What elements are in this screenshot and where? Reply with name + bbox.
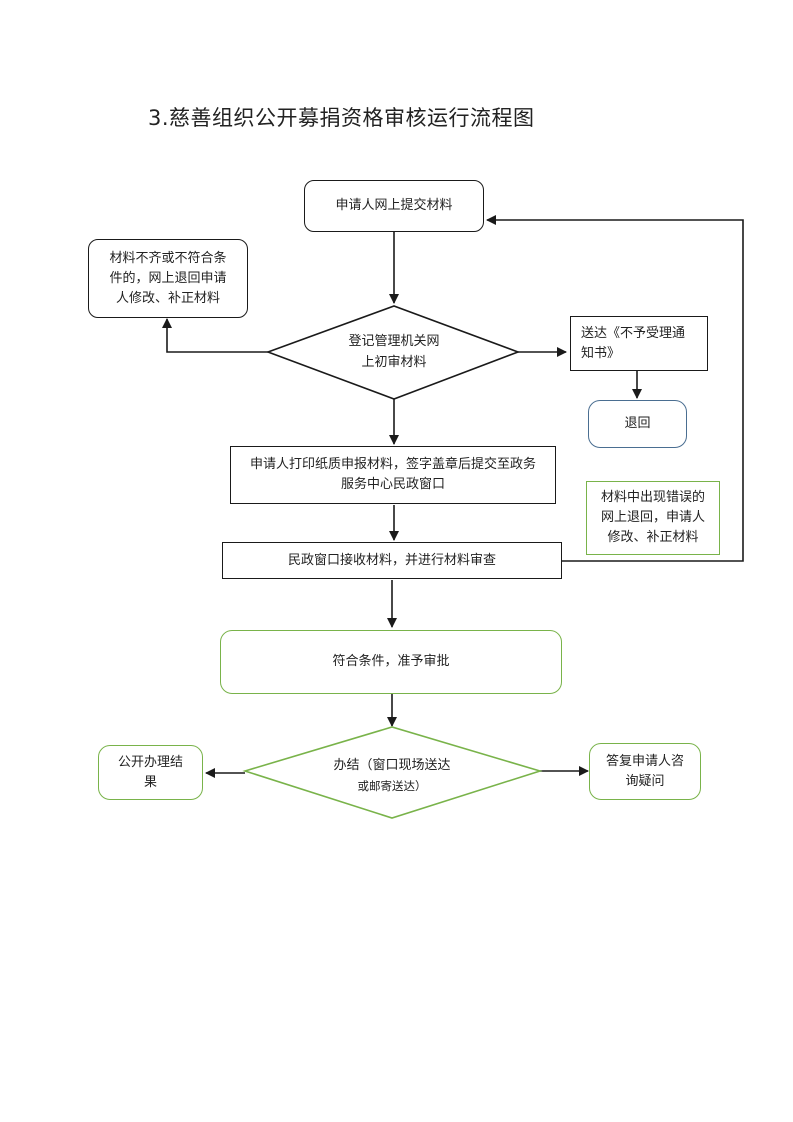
reply-line-2: 询疑问 [625, 773, 665, 789]
publish-line-2: 果 [143, 774, 157, 790]
submit-materials-node: 申请人网上提交材料 [304, 180, 484, 232]
conclude-line-2: 或邮寄送达） [357, 779, 427, 793]
reject-edit-line-3: 人修改、补正材料 [115, 290, 220, 306]
notice-line-2: 知书》 [581, 345, 621, 361]
window-receive-node: 民政窗口接收材料，并进行材料审查 [222, 542, 562, 579]
reject-edit-line-1: 材料不齐或不符合条 [109, 250, 227, 266]
error-return-line-2: 网上退回，申请人 [600, 510, 705, 525]
notice-line-1: 送达《不予受理通 [581, 325, 686, 341]
print-submit-line-1: 申请人打印纸质申报材料，签字盖章后提交至政务 [249, 457, 536, 472]
arrow-window-loop-to-submit [486, 215, 744, 562]
print-submit-node: 申请人打印纸质申报材料，签字盖章后提交至政务 服务中心民政窗口 [230, 446, 556, 504]
reply-line-1: 答复申请人咨 [605, 753, 684, 769]
reject-edit-node: 材料不齐或不符合条 件的，网上退回申请 人修改、补正材料 [88, 239, 248, 318]
error-return-line-1: 材料中出现错误的 [600, 490, 705, 505]
reject-edit-line-2: 件的，网上退回申请 [109, 270, 227, 286]
print-submit-line-2: 服务中心民政窗口 [340, 477, 445, 492]
arrow-review-to-reject [162, 318, 268, 353]
approve-node: 符合条件，准予审批 [220, 630, 562, 694]
error-return-node: 材料中出现错误的 网上退回，申请人 修改、补正材料 [586, 481, 720, 555]
publish-result-node: 公开办理结 果 [98, 745, 203, 800]
review-diamond [265, 305, 521, 400]
return-node: 退回 [588, 400, 687, 448]
review-line-2: 上初审材料 [361, 355, 427, 370]
review-line-1: 登记管理机关网 [348, 334, 440, 349]
conclude-diamond-label: 办结（窗口现场送达 或邮寄送达） [300, 755, 484, 797]
reply-applicant-node: 答复申请人咨 询疑问 [589, 743, 701, 800]
conclude-line-1: 办结（窗口现场送达 [333, 758, 451, 773]
page-title: 3.慈善组织公开募捐资格审核运行流程图 [148, 106, 535, 130]
error-return-line-3: 修改、补正材料 [607, 530, 699, 545]
publish-line-1: 公开办理结 [117, 754, 183, 770]
conclude-diamond [242, 726, 543, 819]
not-accepted-notice-node: 送达《不予受理通 知书》 [570, 316, 708, 371]
review-diamond-label: 登记管理机关网 上初审材料 [318, 331, 470, 373]
